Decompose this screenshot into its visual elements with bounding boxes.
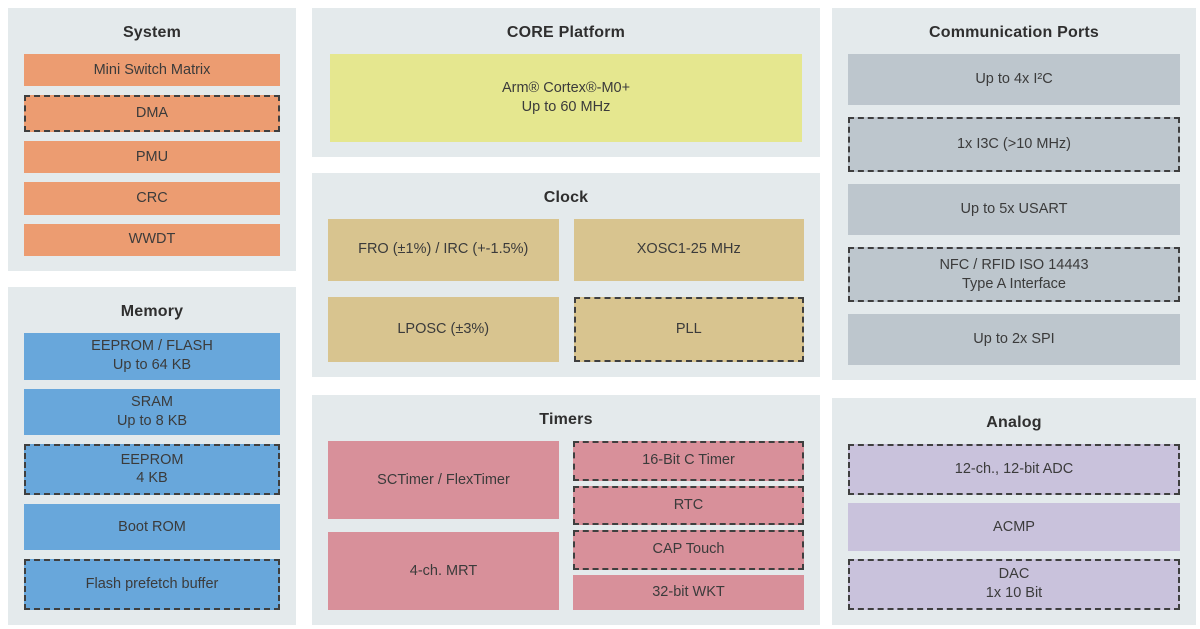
panel-core-blocks: Arm® Cortex®-M0+ Up to 60 MHz: [330, 54, 802, 142]
panel-timers-blocks: SCTimer / FlexTimer 4-ch. MRT 16-Bit C T…: [328, 441, 804, 610]
block-flash-prefetch-buffer: Flash prefetch buffer: [24, 559, 280, 610]
block-rtc: RTC: [573, 485, 804, 525]
block-16bit-c-timer: 16-Bit C Timer: [573, 441, 804, 481]
panel-system-title: System: [122, 24, 182, 41]
block-boot-rom: Boot ROM: [24, 503, 280, 551]
block-lposc: LPOSC (±3%): [328, 296, 559, 362]
block-wwdt: WWDT: [24, 223, 280, 257]
panel-analog-blocks: 12-ch., 12-bit ADC ACMP DAC 1x 10 Bit: [848, 444, 1180, 610]
block-pll: PLL: [573, 296, 804, 362]
block-4ch-mrt: 4-ch. MRT: [328, 532, 559, 610]
panel-analog: Analog 12-ch., 12-bit ADC ACMP DAC 1x 10…: [832, 398, 1196, 625]
block-sctimer-flextimer: SCTimer / FlexTimer: [328, 441, 559, 519]
block-acmp: ACMP: [848, 503, 1180, 551]
panel-system: System Mini Switch Matrix DMA PMU CRC WW…: [8, 8, 296, 271]
panel-memory-title: Memory: [120, 303, 184, 320]
panel-memory: Memory EEPROM / FLASH Up to 64 KB SRAM U…: [8, 287, 296, 625]
panel-communication-ports: Communication Ports Up to 4x I²C 1x I3C …: [832, 8, 1196, 380]
panel-comm-title: Communication Ports: [928, 24, 1100, 41]
block-arm-cortex-m0plus: Arm® Cortex®-M0+ Up to 60 MHz: [330, 54, 802, 142]
block-dac: DAC 1x 10 Bit: [848, 558, 1180, 610]
block-crc: CRC: [24, 182, 280, 215]
panel-clock: Clock FRO (±1%) / IRC (+-1.5%) XOSC1-25 …: [312, 173, 820, 377]
panel-memory-blocks: EEPROM / FLASH Up to 64 KB SRAM Up to 8 …: [24, 333, 280, 610]
block-eeprom-4kb: EEPROM 4 KB: [24, 444, 280, 495]
block-cap-touch: CAP Touch: [573, 530, 804, 570]
block-sram: SRAM Up to 8 KB: [24, 388, 280, 436]
timers-right-column: 16-Bit C Timer RTC CAP Touch 32-bit WKT: [573, 441, 804, 610]
block-i2c: Up to 4x I²C: [848, 54, 1180, 105]
block-i3c: 1x I3C (>10 MHz): [848, 117, 1180, 172]
block-nfc-rfid: NFC / RFID ISO 14443 Type A Interface: [848, 247, 1180, 302]
block-adc: 12-ch., 12-bit ADC: [848, 444, 1180, 496]
block-mini-switch-matrix: Mini Switch Matrix: [24, 54, 280, 87]
panel-comm-blocks: Up to 4x I²C 1x I3C (>10 MHz) Up to 5x U…: [848, 54, 1180, 365]
panel-timers: Timers SCTimer / FlexTimer 4-ch. MRT 16-…: [312, 395, 820, 625]
block-fro-irc: FRO (±1%) / IRC (+-1.5%): [328, 219, 559, 281]
timers-left-column: SCTimer / FlexTimer 4-ch. MRT: [328, 441, 559, 610]
panel-core-title: CORE Platform: [506, 24, 626, 41]
panel-system-blocks: Mini Switch Matrix DMA PMU CRC WWDT: [24, 54, 280, 257]
panel-clock-title: Clock: [543, 189, 589, 206]
panel-analog-title: Analog: [986, 414, 1042, 431]
panel-timers-title: Timers: [539, 411, 593, 428]
panel-core-platform: CORE Platform Arm® Cortex®-M0+ Up to 60 …: [312, 8, 820, 157]
block-xosc: XOSC1-25 MHz: [573, 219, 804, 281]
block-eeprom-flash: EEPROM / FLASH Up to 64 KB: [24, 333, 280, 380]
block-pmu: PMU: [24, 140, 280, 174]
block-32bit-wkt: 32-bit WKT: [573, 574, 804, 610]
block-usart: Up to 5x USART: [848, 184, 1180, 235]
block-dma: DMA: [24, 95, 280, 132]
block-spi: Up to 2x SPI: [848, 314, 1180, 365]
panel-clock-blocks: FRO (±1%) / IRC (+-1.5%) XOSC1-25 MHz LP…: [328, 219, 804, 362]
